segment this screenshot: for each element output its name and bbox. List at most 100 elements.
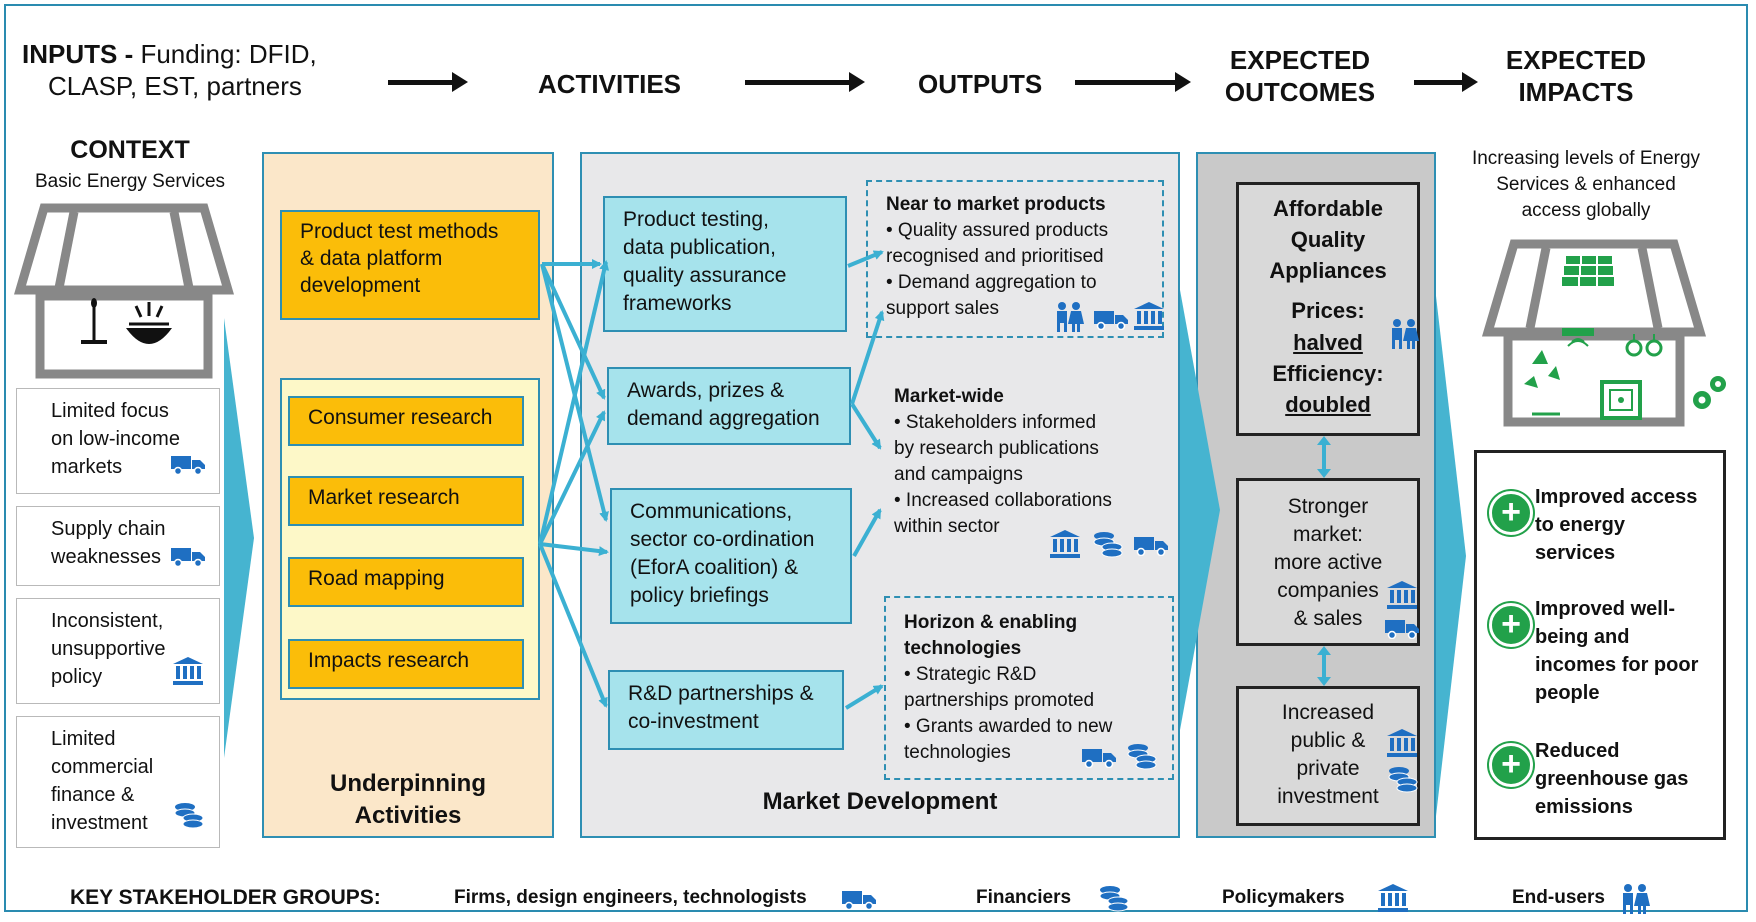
rnd-partnerships-box: R&D partnerships & co-investment bbox=[608, 670, 844, 750]
plus-icon: + bbox=[1489, 491, 1533, 535]
impacts-heading: EXPECTED IMPACTS bbox=[1496, 44, 1656, 108]
stakeholder-policymakers: Policymakers bbox=[1222, 887, 1345, 908]
coins-icon bbox=[173, 801, 205, 837]
outcome-line: Stronger bbox=[1287, 495, 1369, 518]
impact-line: services bbox=[1535, 542, 1616, 564]
stronger-market-box: Stronger market: more active companies &… bbox=[1236, 478, 1420, 646]
box-line: development bbox=[300, 274, 421, 297]
road-mapping-box: Road mapping bbox=[288, 557, 524, 607]
output-line: • Grants awarded to new bbox=[904, 716, 1113, 737]
outcome-title: Affordable bbox=[1273, 196, 1383, 221]
stakeholders-label: KEY STAKEHOLDER GROUPS: bbox=[70, 886, 381, 909]
gears-icon bbox=[1693, 376, 1726, 409]
activities-heading: ACTIVITIES bbox=[538, 69, 682, 99]
truck-icon bbox=[1385, 617, 1419, 647]
output-title: technologies bbox=[904, 638, 1022, 659]
context-item-line: finance & bbox=[51, 784, 135, 806]
context-title: CONTEXT bbox=[70, 136, 190, 164]
bank-icon bbox=[1050, 530, 1080, 566]
outcomes-heading-2: OUTCOMES bbox=[1224, 77, 1376, 107]
impacts-header-line: access globally bbox=[1521, 200, 1651, 221]
impact-line: being and bbox=[1535, 626, 1630, 648]
box-line: demand aggregation bbox=[627, 407, 820, 430]
context-item-line: policy bbox=[51, 666, 103, 688]
box-line: quality assurance bbox=[623, 264, 787, 287]
inputs-heading: INPUTS - Funding: DFID, CLASP, EST, part… bbox=[22, 38, 317, 102]
output-line: and campaigns bbox=[894, 464, 1023, 485]
stakeholder-end-users: End-users bbox=[1512, 887, 1605, 908]
box-line: sector co-ordination bbox=[630, 528, 815, 551]
impact-line: emissions bbox=[1535, 796, 1633, 818]
header-arrow-3 bbox=[1075, 72, 1191, 92]
output-line: technologies bbox=[904, 742, 1011, 763]
impact-line: to energy bbox=[1535, 514, 1626, 536]
impact-line: people bbox=[1535, 682, 1600, 704]
impact-line: greenhouse gas bbox=[1535, 768, 1689, 790]
impact-emissions: Reduced greenhouse gas emissions bbox=[1535, 737, 1688, 821]
output-line: • Demand aggregation to bbox=[886, 272, 1097, 293]
outcomes-heading: EXPECTED OUTCOMES bbox=[1220, 44, 1380, 108]
people-icon bbox=[1618, 884, 1652, 919]
header-arrow-2 bbox=[745, 72, 865, 92]
context-item: Limited commercial finance & investment bbox=[16, 716, 220, 848]
impacts-header-line: Services & enhanced bbox=[1496, 174, 1676, 195]
output-line: within sector bbox=[894, 516, 1000, 537]
outcomes-chevron bbox=[1436, 296, 1466, 816]
diagram-frame bbox=[4, 4, 1748, 912]
output-title: Horizon & enabling bbox=[904, 612, 1078, 633]
underpinning-label-1: Underpinning bbox=[330, 770, 486, 797]
bank-icon bbox=[1134, 302, 1164, 338]
truck-icon bbox=[171, 453, 205, 483]
truck-icon bbox=[171, 545, 205, 575]
box-line: R&D partnerships & bbox=[628, 682, 814, 705]
plus-icon: + bbox=[1489, 603, 1533, 647]
product-test-methods-box: Product test methods & data platform dev… bbox=[280, 210, 540, 320]
context-item-line: Limited bbox=[51, 728, 116, 750]
context-item-line: investment bbox=[51, 812, 148, 834]
people-icon bbox=[1052, 302, 1086, 340]
coins-icon bbox=[1098, 884, 1130, 917]
underpinning-label: Underpinning Activities bbox=[262, 768, 554, 832]
outcome-line: public & bbox=[1290, 729, 1366, 752]
people-icon bbox=[1387, 319, 1421, 357]
inputs-label: INPUTS - bbox=[22, 39, 134, 69]
output-line: by research publications bbox=[894, 438, 1099, 459]
box-line: & data platform bbox=[300, 247, 443, 270]
box-line: (EforA coalition) & bbox=[630, 556, 799, 579]
impacts-header: Increasing levels of Energy Services & e… bbox=[1450, 146, 1722, 224]
impacts-research-box: Impacts research bbox=[288, 639, 524, 689]
box-line: Awards, prizes & bbox=[627, 379, 785, 402]
bank-icon bbox=[1378, 884, 1408, 917]
bank-icon bbox=[1387, 729, 1417, 765]
impacts-heading-2: IMPACTS bbox=[1518, 77, 1634, 107]
context-item-line: Limited focus bbox=[51, 400, 169, 422]
outcome-line: market: bbox=[1292, 523, 1363, 546]
context-item: Limited focus on low-income markets bbox=[16, 388, 220, 494]
truck-icon bbox=[1094, 308, 1128, 338]
truck-icon bbox=[1134, 534, 1168, 564]
communications-box: Communications, sector co-ordination (Ef… bbox=[610, 488, 852, 624]
bank-icon bbox=[1387, 581, 1417, 617]
outcomes-heading-1: EXPECTED bbox=[1229, 45, 1371, 75]
context-item-line: on low-income bbox=[51, 428, 180, 450]
inputs-funding-line2: CLASP, EST, partners bbox=[48, 71, 302, 101]
truck-icon bbox=[842, 888, 876, 915]
outcome-connector bbox=[1317, 646, 1331, 686]
output-title: Near to market products bbox=[886, 194, 1106, 215]
outputs-chevron bbox=[1180, 290, 1220, 730]
impact-access: Improved access to energy services bbox=[1535, 483, 1697, 567]
outcome-line: Increased bbox=[1281, 701, 1375, 724]
impacts-heading-1: EXPECTED bbox=[1505, 45, 1647, 75]
context-item: Inconsistent, unsupportive policy bbox=[16, 598, 220, 704]
awards-prizes-box: Awards, prizes & demand aggregation bbox=[607, 367, 851, 445]
output-line: • Increased collaborations bbox=[894, 490, 1112, 511]
context-chevron bbox=[224, 318, 254, 758]
plus-icon: + bbox=[1489, 743, 1533, 787]
market-development-label: Market Development bbox=[762, 788, 998, 815]
context-item-line: markets bbox=[51, 456, 123, 478]
coins-icon bbox=[1126, 742, 1158, 778]
output-line: • Quality assured products bbox=[886, 220, 1109, 241]
box-line: Communications, bbox=[630, 500, 793, 523]
inputs-funding-line1: Funding: DFID, bbox=[133, 39, 317, 69]
